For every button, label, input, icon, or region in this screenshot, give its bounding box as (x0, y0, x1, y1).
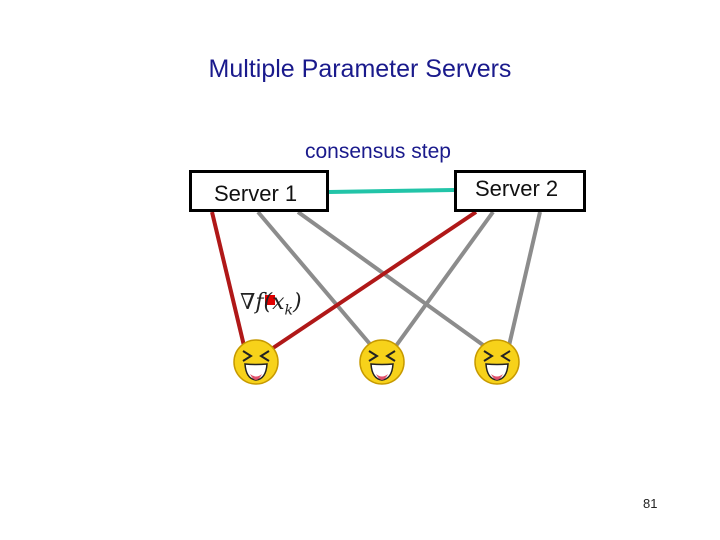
edge-server2-worker1 (268, 210, 478, 352)
page-number: 81 (643, 496, 658, 511)
edge-server1-worker2 (256, 210, 377, 352)
laughing-face-icon (359, 339, 405, 385)
gradient-marker (265, 295, 275, 305)
laughing-face-icon (233, 339, 279, 385)
worker-1 (233, 339, 279, 385)
edge-server2-worker3 (506, 211, 542, 351)
edge-server1-worker1 (210, 211, 247, 351)
gradient-label: ∇f(xk) (240, 290, 302, 318)
server-2-box: Server 2 (454, 170, 586, 212)
gradient-formula: ∇f(xk) (240, 290, 302, 319)
laughing-face-icon (474, 339, 520, 385)
slide-title: Multiple Parameter Servers (208, 55, 512, 83)
consensus-step-label: consensus step (305, 140, 451, 163)
server-1-box: Server 1 (189, 170, 329, 212)
server-2-label: Server 2 (475, 176, 559, 201)
worker-3 (474, 339, 520, 385)
worker-2 (359, 339, 405, 385)
edge-server1-worker3 (296, 210, 492, 352)
server-1-label: Server 1 (214, 181, 298, 206)
consensus-connector (328, 188, 455, 194)
edge-server2-worker2 (391, 210, 495, 352)
